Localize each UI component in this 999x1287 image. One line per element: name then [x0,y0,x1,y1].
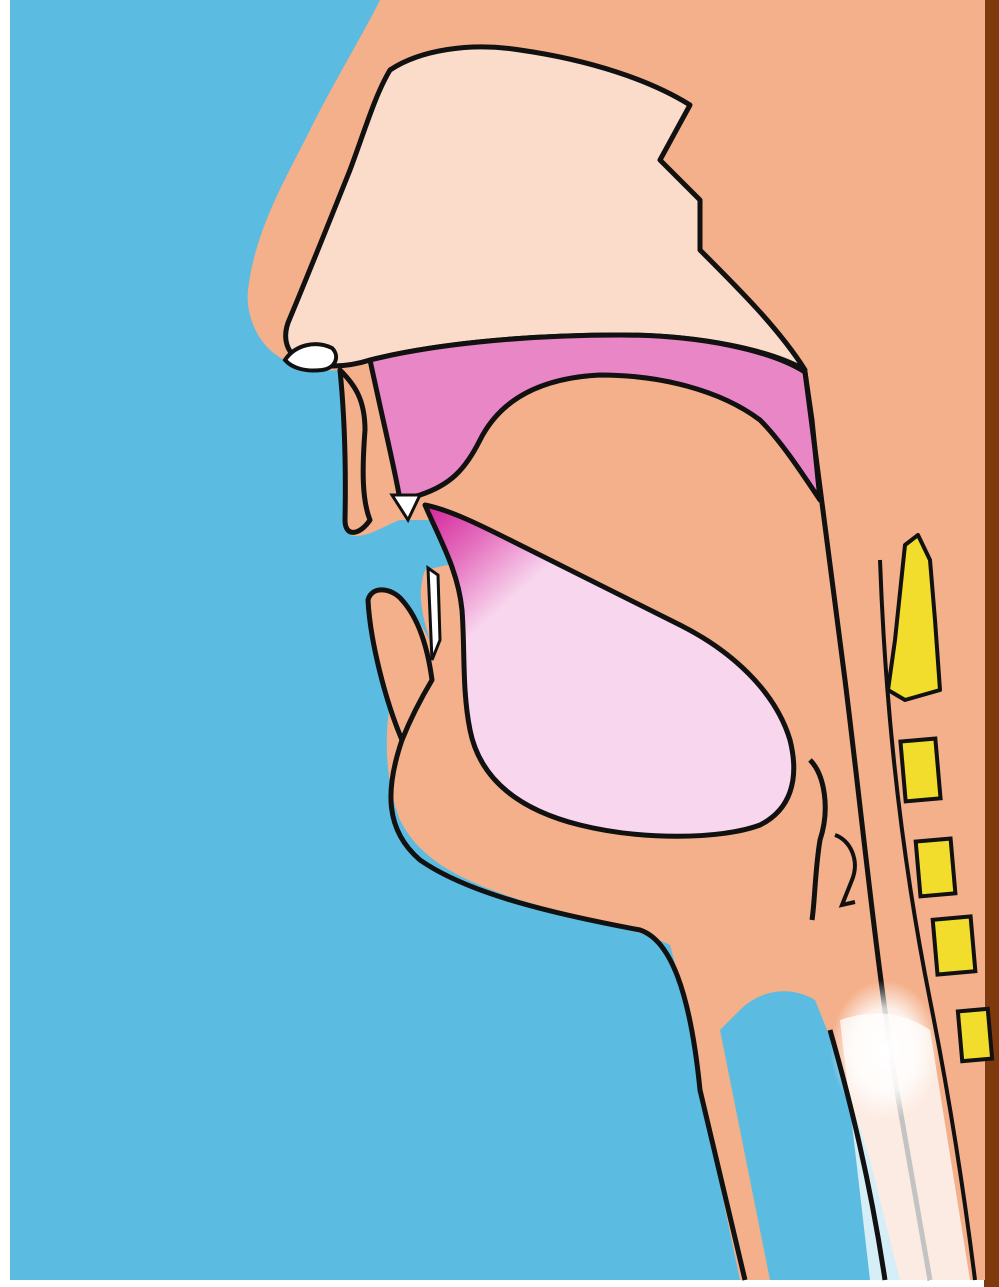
vertebra-5 [958,1009,992,1061]
vertebra-2 [900,739,940,802]
vertebra-4 [933,916,976,974]
vertebra-3 [916,839,956,897]
right-frame-bar [984,0,999,1287]
